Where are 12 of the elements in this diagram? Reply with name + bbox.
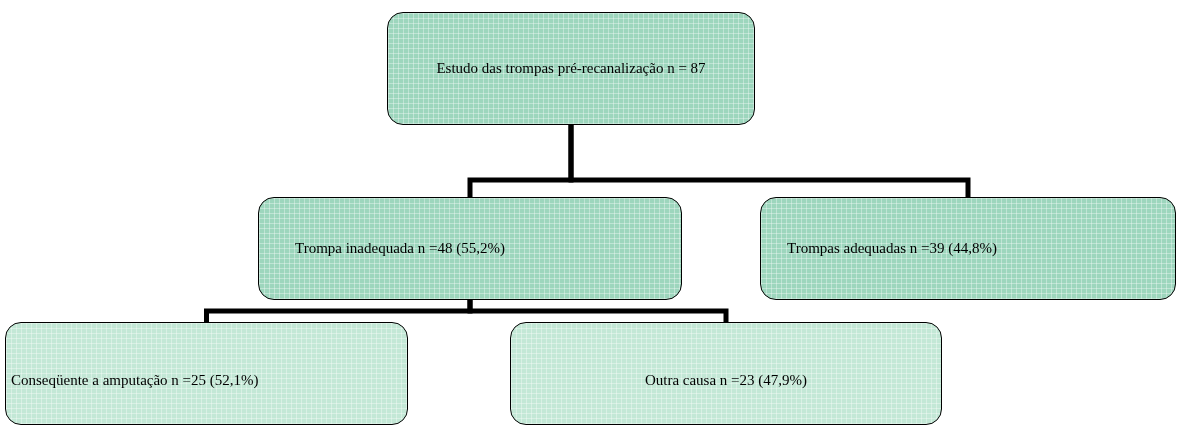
box-label: Trompas adequadas n =39 (44,8%) xyxy=(787,240,997,257)
connector-line xyxy=(467,300,729,322)
process-box xyxy=(5,322,408,425)
process-box xyxy=(258,197,682,300)
process-box xyxy=(387,12,755,125)
box-label: Conseqüente a amputação n =25 (52,1%) xyxy=(11,372,259,389)
box-label: Estudo das trompas pré-recanalização n = 87 xyxy=(436,60,706,77)
process-box xyxy=(760,197,1176,300)
box-label: Trompa inadequada n =48 (55,2%) xyxy=(295,240,505,257)
connector-line xyxy=(568,125,971,197)
box-label: Outra causa n =23 (47,9%) xyxy=(644,372,808,389)
process-box xyxy=(510,322,942,425)
